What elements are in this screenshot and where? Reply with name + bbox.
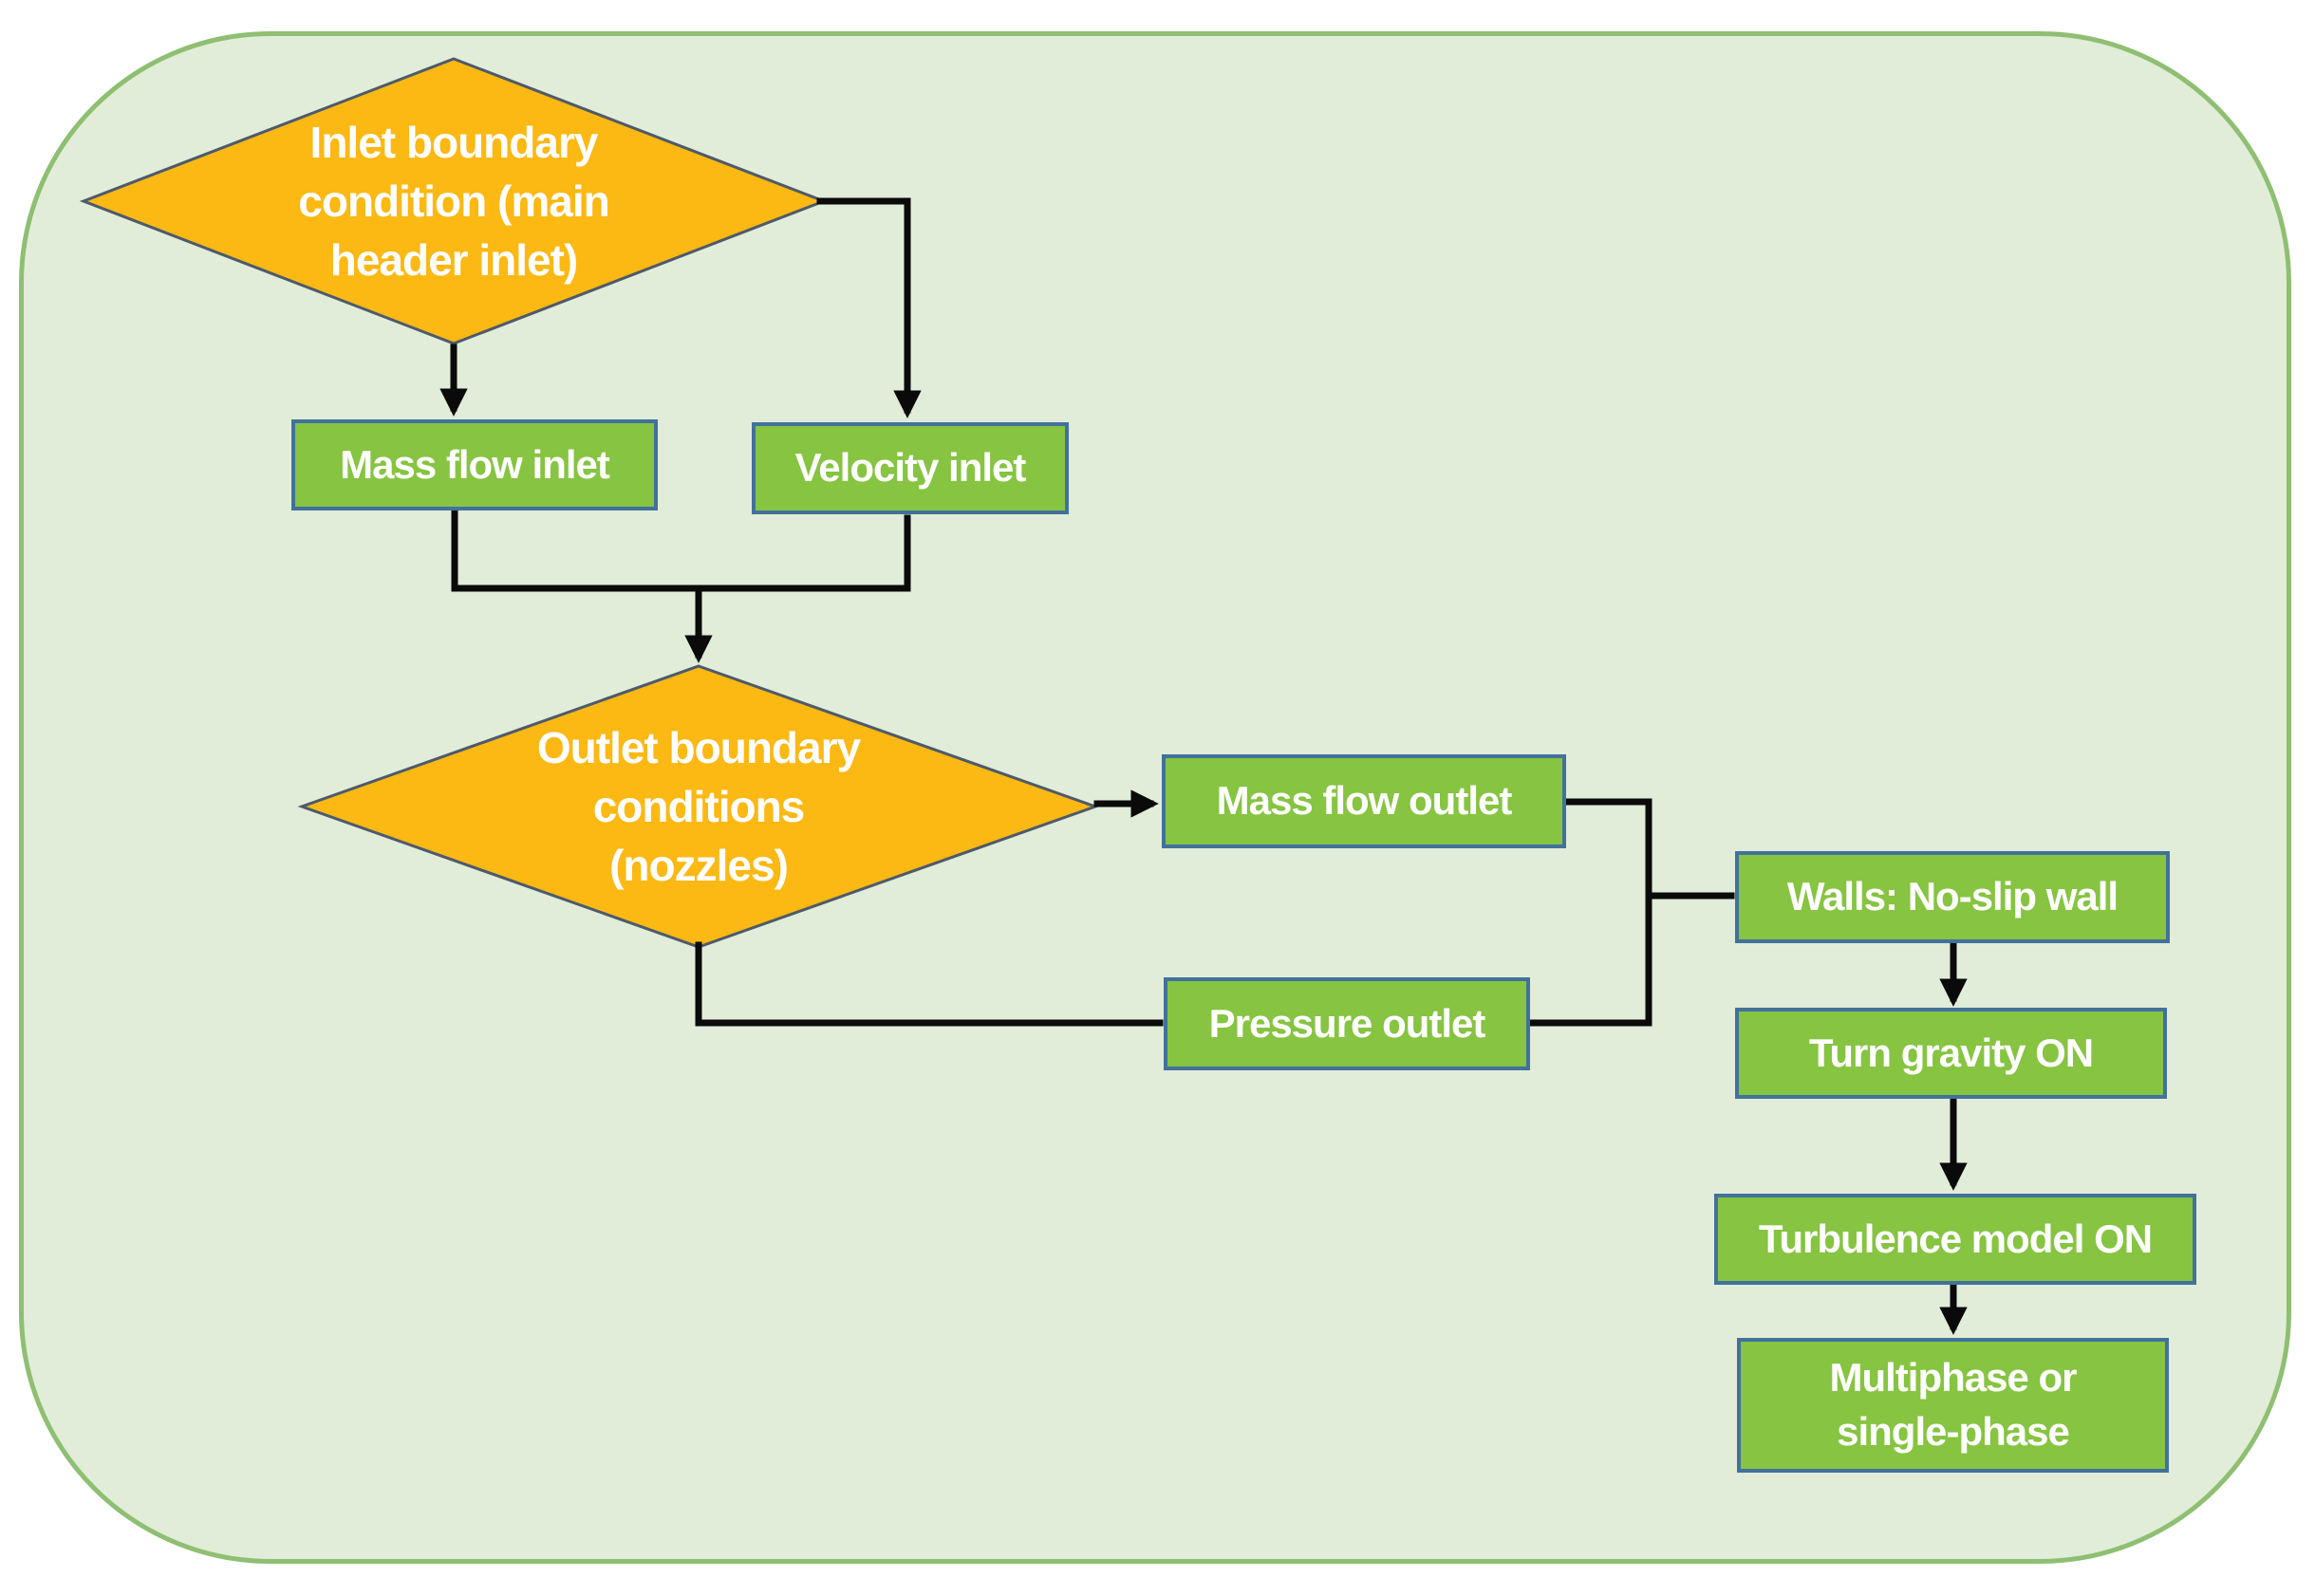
node-velocity-inlet-label: Velocity inlet <box>794 445 1027 491</box>
node-turn-gravity-on: Turn gravity ON <box>1735 1008 2167 1099</box>
edge-inlet-to-velocityinlet <box>816 197 922 418</box>
node-turn-gravity-on-label: Turn gravity ON <box>1808 1030 2094 1075</box>
node-mass-flow-inlet-label: Mass flow inlet <box>340 441 610 487</box>
node-pressure-outlet-label: Pressure outlet <box>1208 1000 1486 1046</box>
node-turbulence-model-on-label: Turbulence model ON <box>1758 1216 2153 1261</box>
node-multiphase-or-single-phase: Multiphase or single-phase <box>1737 1338 2169 1473</box>
node-pressure-outlet: Pressure outlet <box>1164 977 1530 1070</box>
node-mass-flow-outlet-label: Mass flow outlet <box>1216 778 1513 824</box>
edge-inlets-merge <box>451 508 911 592</box>
node-mass-flow-outlet: Mass flow outlet <box>1162 754 1566 848</box>
node-mass-flow-inlet: Mass flow inlet <box>291 419 658 510</box>
edge-outlets-merge <box>1529 798 1652 1027</box>
node-walls-no-slip: Walls: No-slip wall <box>1735 851 2170 943</box>
node-multiphase-line: Multiphase or <box>1829 1355 2077 1401</box>
edge-outlet-to-pressureoutlet <box>695 941 1164 1027</box>
node-velocity-inlet: Velocity inlet <box>752 422 1069 514</box>
node-walls-no-slip-label: Walls: No-slip wall <box>1786 874 2119 919</box>
inlet-decision-diamond <box>79 57 829 345</box>
node-multiphase-line: single-phase <box>1837 1409 2070 1454</box>
node-turbulence-model-on: Turbulence model ON <box>1714 1194 2196 1285</box>
outlet-decision-diamond <box>297 664 1100 949</box>
